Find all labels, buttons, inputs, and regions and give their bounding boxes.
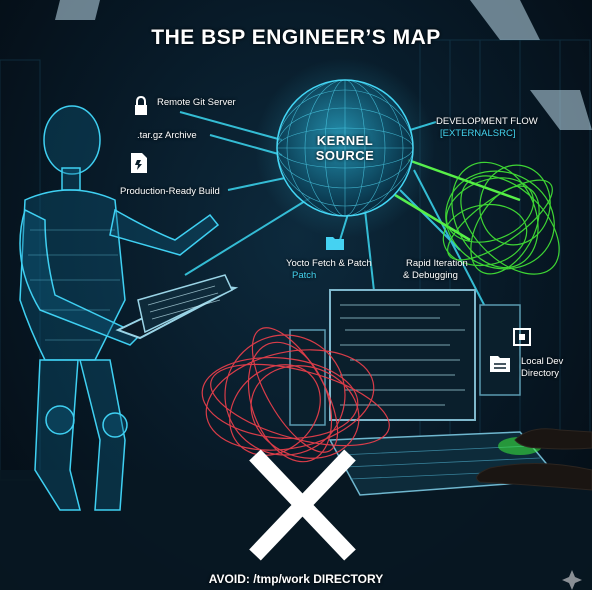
folder-icon — [326, 237, 344, 250]
local-dev-label: Local Dev — [521, 356, 564, 367]
kernel-line-1: KERNEL — [316, 133, 374, 148]
yocto-fetch-label: Yocto Fetch & Patch — [286, 258, 372, 269]
folder-icon — [490, 356, 510, 372]
red-tangle — [201, 327, 390, 463]
lock-icon — [135, 96, 147, 115]
kernel-sphere — [276, 79, 414, 217]
production-build-label: Production-Ready Build — [120, 186, 220, 197]
sparkle-icon — [562, 570, 582, 590]
yocto-patch-label: Patch — [292, 270, 317, 281]
rapid-iteration-label: Rapid Iteration — [406, 258, 468, 269]
avoid-warning: AVOID: /tmp/work DIRECTORY — [208, 572, 384, 586]
network-icon — [513, 328, 531, 346]
ceiling-lights — [55, 0, 592, 130]
page-title: THE BSP ENGINEER’S MAP — [151, 26, 441, 49]
hologram-figure — [19, 105, 220, 511]
tablet — [115, 274, 239, 340]
externalsrc-label: [EXTERNALSRC] — [440, 128, 516, 139]
hands — [476, 428, 592, 491]
remote-git-label: Remote Git Server — [157, 97, 236, 108]
hologram-detail — [28, 229, 120, 341]
monitors — [289, 289, 521, 426]
green-tangle — [442, 161, 560, 275]
debugging-label: & Debugging — [403, 270, 458, 281]
x-mark-icon — [249, 449, 356, 561]
kernel-line-2: SOURCE — [315, 148, 375, 163]
file-icon — [131, 153, 147, 173]
archive-label: .tar.gz Archive — [137, 130, 197, 141]
directory-label: Directory — [521, 368, 560, 379]
development-flow-label: DEVELOPMENT FLOW — [436, 116, 538, 127]
kernel-source-label: KERNEL SOURCE — [305, 133, 385, 163]
